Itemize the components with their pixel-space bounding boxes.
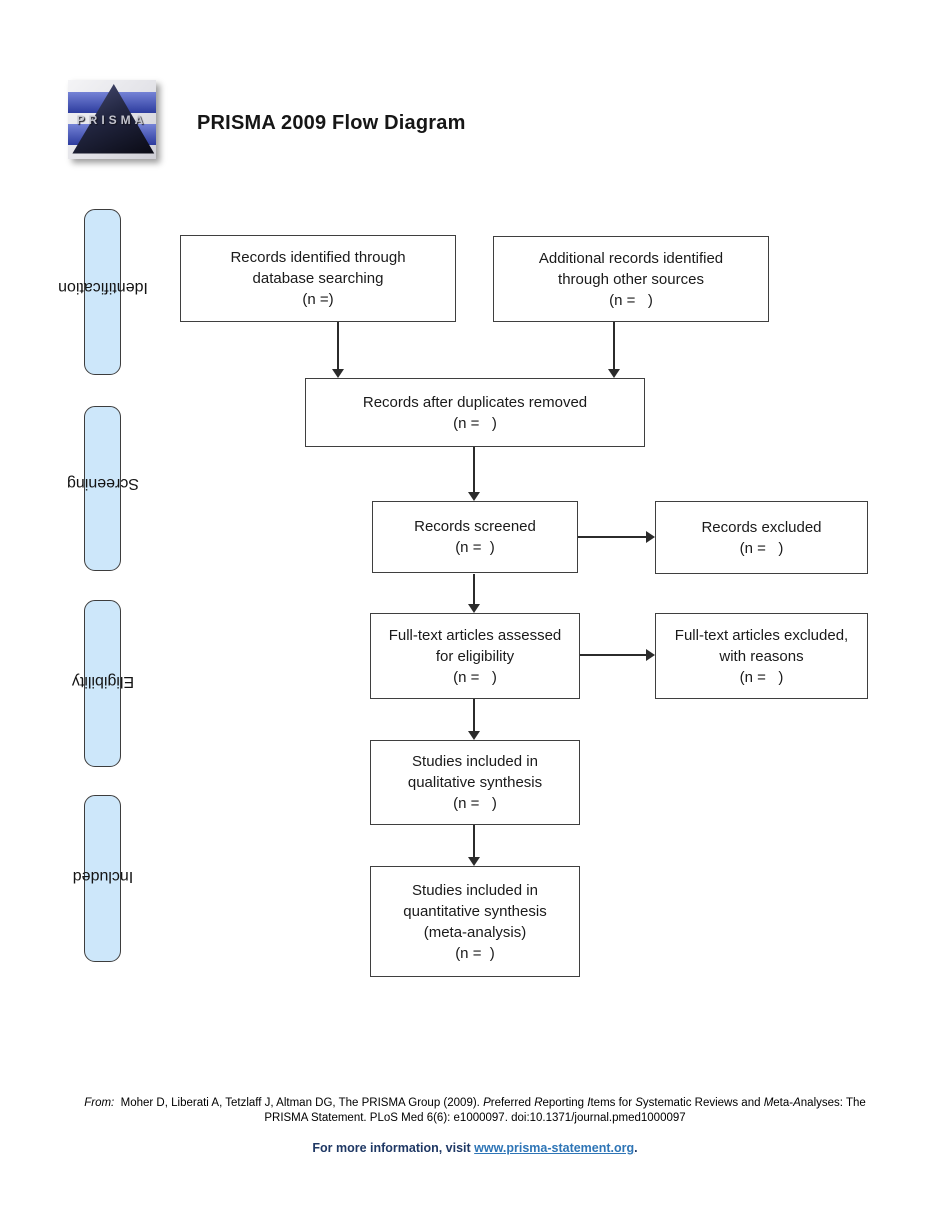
page-title: PRISMA 2009 Flow Diagram [197, 112, 466, 134]
stage-label-included: Included [72, 868, 134, 885]
box-records-screened: Records screened (n = ) [372, 501, 578, 573]
stage-pill-screening [84, 406, 121, 571]
stage-pill-identification [84, 209, 121, 375]
box-after-duplicates-removed: Records after duplicates removed (n = ) [305, 378, 645, 447]
prisma-logo: PRISMA [68, 80, 156, 159]
arrow-screened-to-excluded [578, 531, 655, 543]
box-additional-records: Additional records identified through ot… [493, 236, 769, 322]
arrow-db-to-duplicates [332, 322, 344, 378]
box-records-identified-database: Records identified through database sear… [180, 235, 456, 322]
box-qualitative-synthesis: Studies included in qualitative synthesi… [370, 740, 580, 825]
box-records-excluded: Records excluded (n = ) [655, 501, 868, 574]
arrow-other-to-duplicates [608, 322, 620, 378]
stage-pill-eligibility [84, 600, 121, 767]
box-fulltext-assessed: Full-text articles assessed for eligibil… [370, 613, 580, 699]
arrow-qualitative-to-quantitative [468, 825, 480, 866]
arrow-screened-to-fulltext [468, 574, 480, 613]
box-quantitative-synthesis: Studies included in quantitative synthes… [370, 866, 580, 977]
stage-label-eligibility: Eligibility [71, 673, 135, 690]
stage-label-screening: Screening [66, 475, 140, 492]
more-information-line: For more information, visit www.prisma-s… [0, 1141, 950, 1155]
arrow-fulltext-to-excluded [580, 649, 655, 661]
box-fulltext-excluded: Full-text articles excluded, with reason… [655, 613, 868, 699]
prisma-statement-link[interactable]: www.prisma-statement.org [474, 1141, 635, 1155]
stage-pill-included [84, 795, 121, 962]
citation-text: From: Moher D, Liberati A, Tetzlaff J, A… [84, 1097, 869, 1124]
info-suffix: . [634, 1141, 638, 1155]
stage-label-identification: Identification [58, 279, 148, 296]
logo-text: PRISMA [76, 113, 148, 127]
arrow-fulltext-to-qualitative [468, 699, 480, 740]
arrow-duplicates-to-screened [468, 447, 480, 501]
info-prefix: For more information, visit [312, 1141, 475, 1155]
